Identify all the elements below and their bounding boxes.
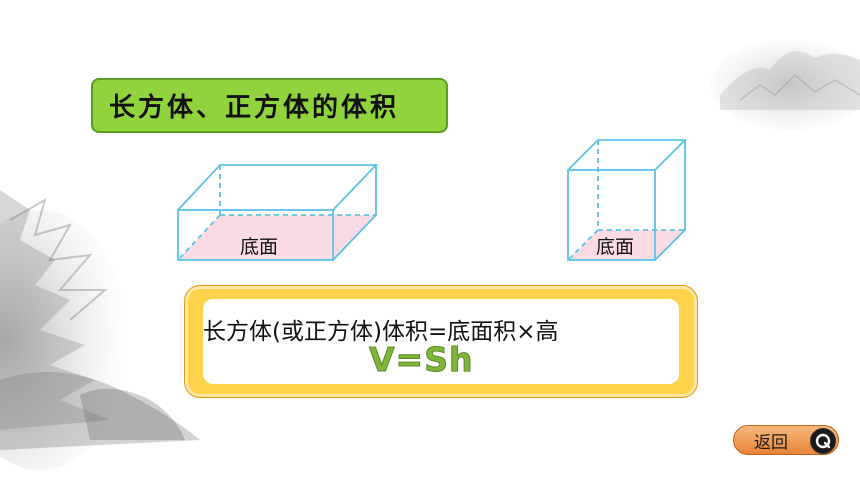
back-button-label: 返回 (754, 432, 788, 453)
cube-base-label: 底面 (596, 236, 635, 258)
cube-figure (567, 139, 688, 261)
volume-formula-text: 长方体(或正方体)体积=底面积×高 (203, 319, 559, 345)
cuboid-base-face (178, 215, 376, 260)
page-title: 长方体、正方体的体积 (91, 78, 448, 133)
volume-equation: V=Sh (368, 340, 474, 380)
cuboid-figure (177, 164, 379, 261)
formula-frame (184, 285, 698, 398)
cuboid-base-label: 底面 (240, 236, 279, 258)
q-icon (810, 428, 836, 454)
back-button[interactable]: 返回 (733, 425, 839, 455)
formula-panel (203, 299, 679, 384)
